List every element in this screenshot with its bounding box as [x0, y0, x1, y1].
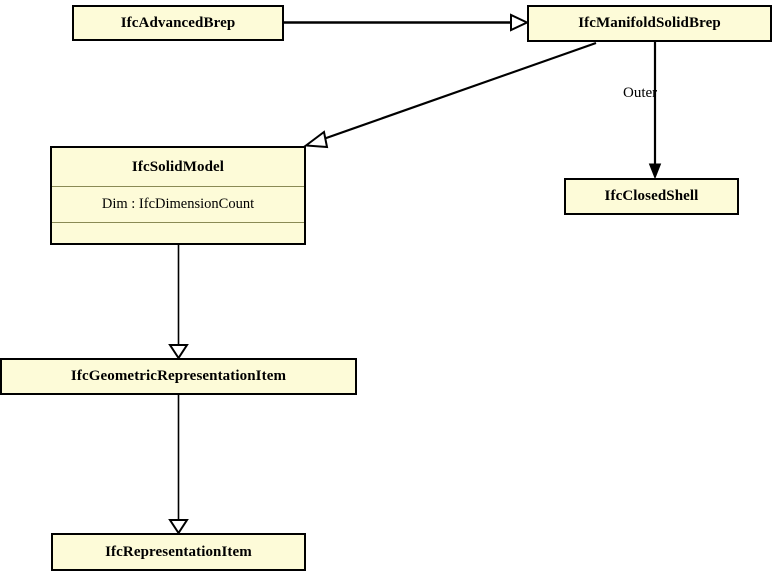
class-attribute-dim: Dim : IfcDimensionCount [52, 186, 304, 222]
class-box-ifc-representation-item[interactable]: IfcRepresentationItem [51, 533, 306, 571]
class-name-ifc-advanced-brep: IfcAdvancedBrep [120, 14, 236, 31]
class-name-ifc-representation-item: IfcRepresentationItem [105, 543, 252, 560]
class-box-ifc-advanced-brep[interactable]: IfcAdvancedBrep [72, 5, 284, 41]
connector-manifoldsolidbrep-to-solidmodel [303, 41, 597, 149]
class-box-ifc-geometric-representation-item[interactable]: IfcGeometricRepresentationItem [0, 358, 357, 395]
class-operations-ifc-solid-model [52, 222, 304, 243]
connector-manifoldsolidbrep-to-closedshell [648, 42, 662, 180]
connector-geometricrepresentationitem-to-representationitem [168, 395, 189, 535]
class-name-ifc-closed-shell: IfcClosedShell [604, 188, 699, 204]
class-name-ifc-manifold-solid-brep: IfcManifoldSolidBrep [578, 15, 721, 31]
connector-advancedbrep-to-manifoldsolidbrep [284, 13, 530, 32]
class-name-ifc-solid-model: IfcSolidModel [131, 158, 225, 175]
class-box-ifc-solid-model[interactable]: IfcSolidModel Dim : IfcDimensionCount [50, 146, 306, 245]
class-box-ifc-closed-shell[interactable]: IfcClosedShell [564, 178, 739, 215]
connector-solidmodel-to-geometricrepresentationitem [168, 245, 189, 360]
class-box-ifc-manifold-solid-brep[interactable]: IfcManifoldSolidBrep [527, 5, 772, 42]
edge-label-outer: Outer [623, 85, 658, 101]
class-name-ifc-geometric-representation-item: IfcGeometricRepresentationItem [70, 368, 287, 384]
